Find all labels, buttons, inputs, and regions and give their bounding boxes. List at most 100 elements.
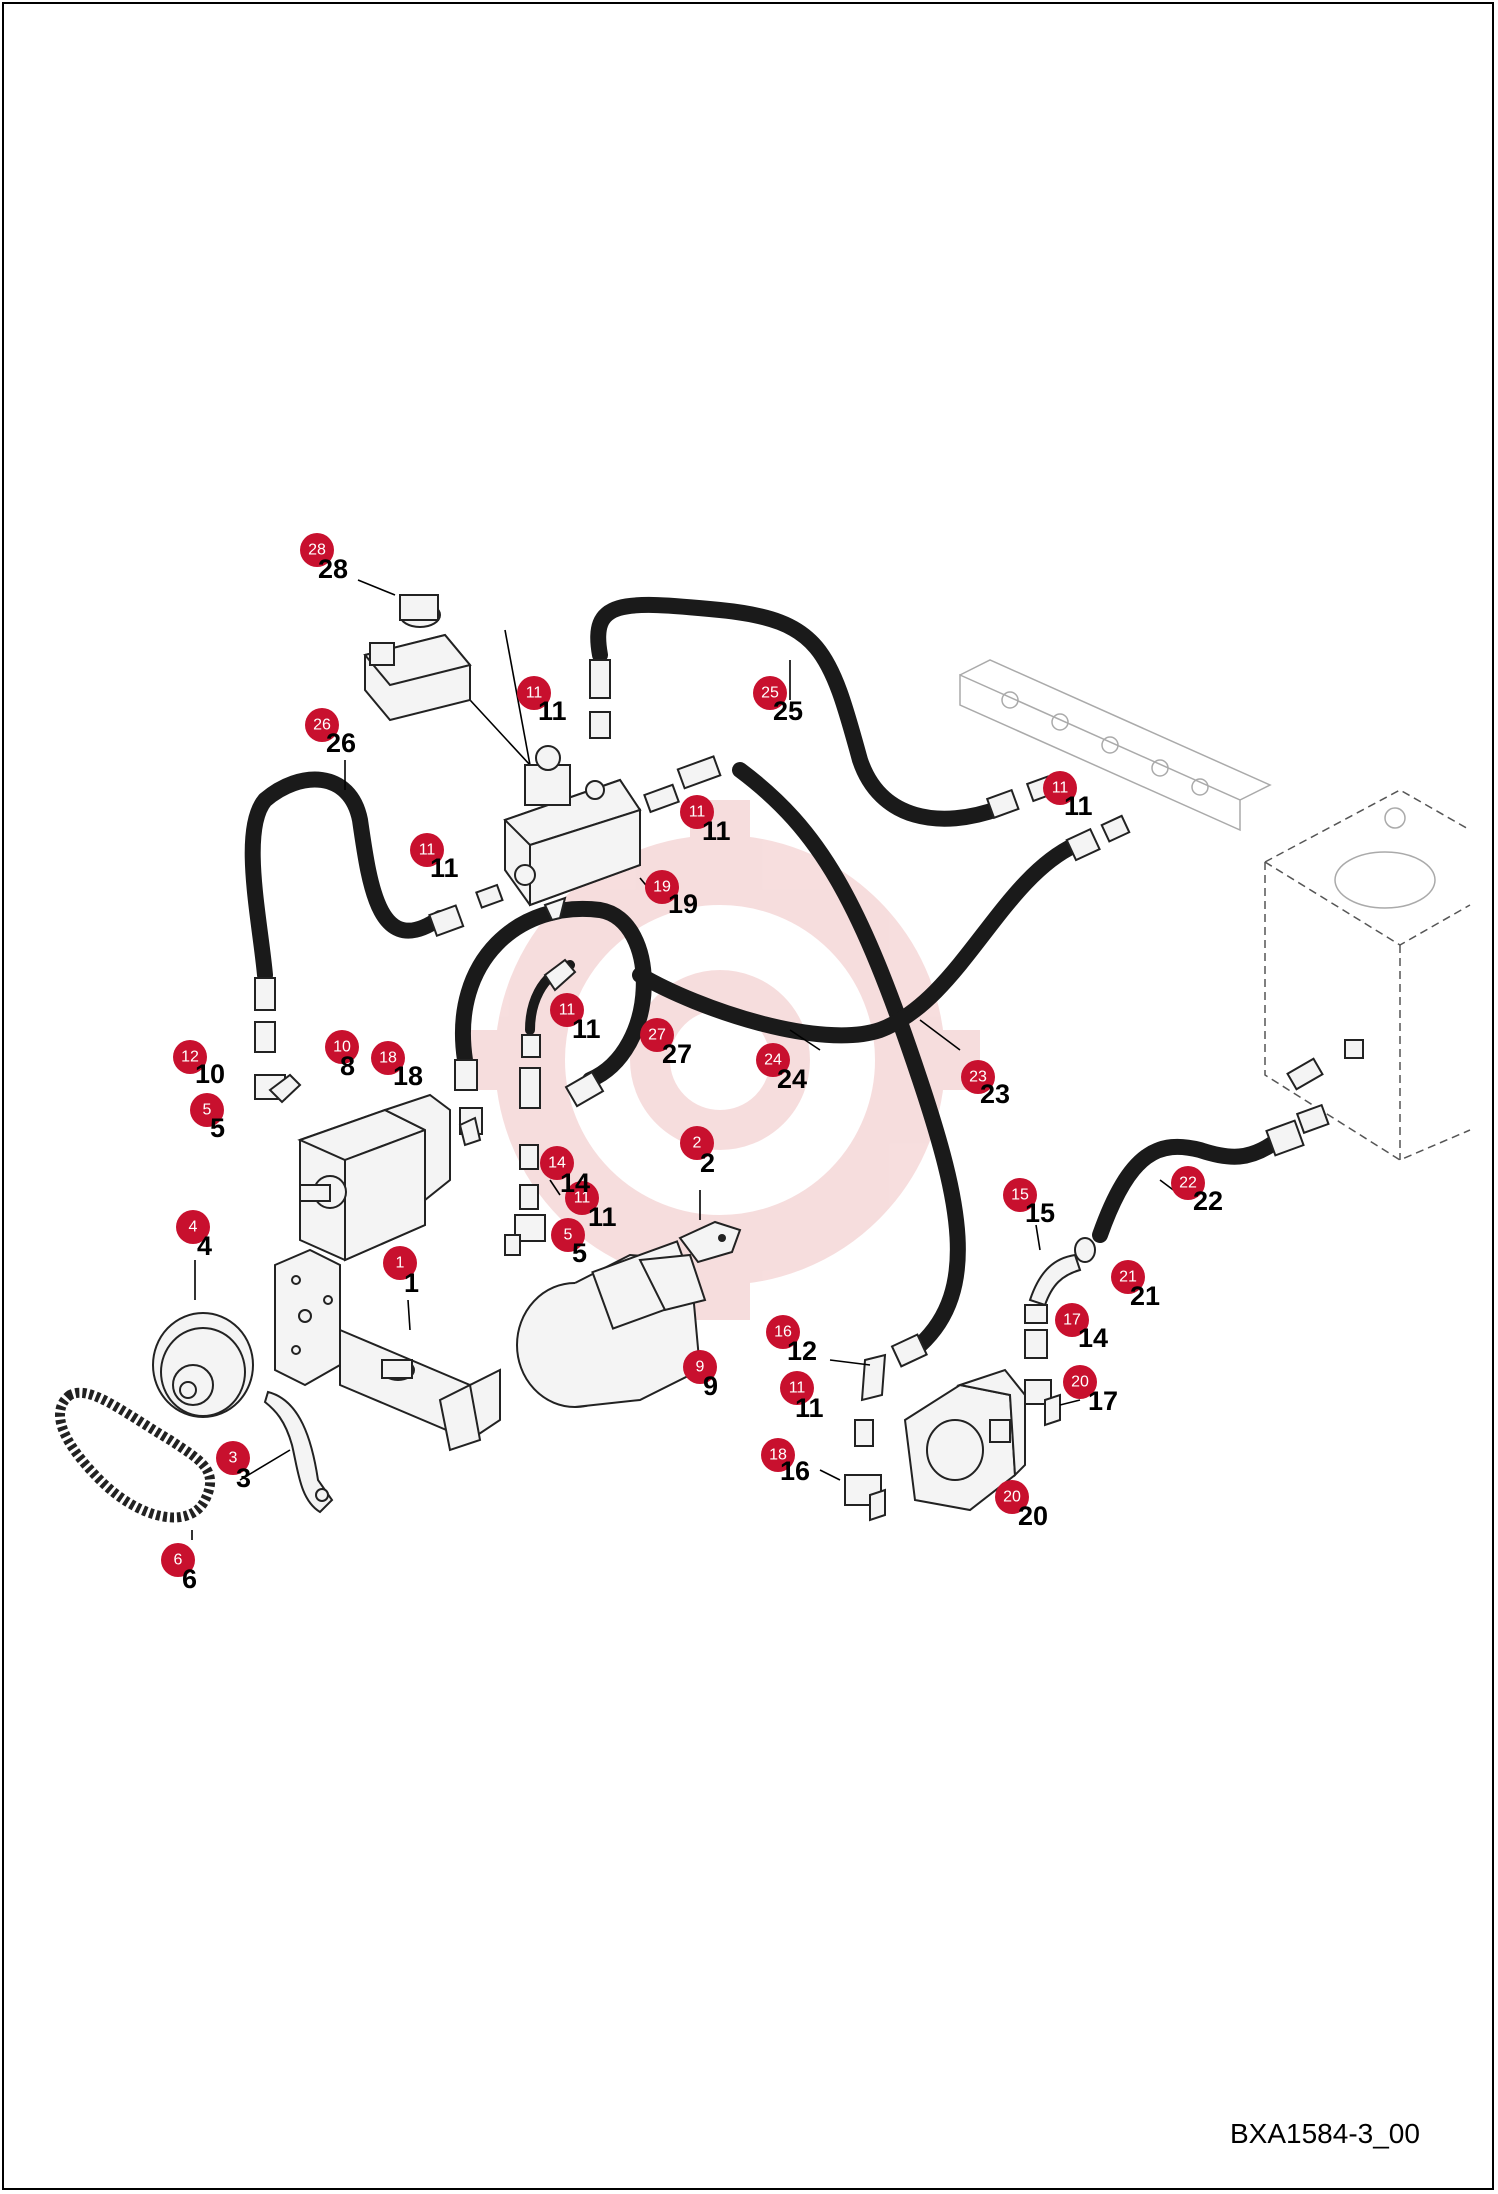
drive-belt-6 [55,1387,215,1523]
svg-text:20: 20 [1071,1374,1089,1391]
svg-text:11: 11 [1064,791,1093,821]
badge-14: 17 [1055,1303,1089,1337]
svg-text:12: 12 [181,1049,199,1066]
badge-18: 18 [371,1041,405,1075]
svg-text:6: 6 [174,1552,183,1569]
svg-text:14: 14 [1078,1323,1108,1353]
svg-text:11: 11 [588,1202,617,1232]
badge-5b: 5 [551,1218,585,1252]
svg-text:1: 1 [396,1255,405,1272]
callout-badges: 28 11 25 26 11 11 11 19 11 27 10 18 12 2… [161,533,1205,1577]
tension-arm-3 [263,1390,334,1514]
svg-text:28: 28 [308,542,326,559]
badge-2: 2 [680,1126,714,1160]
badge-9f: 11 [565,1181,599,1215]
badge-9a: 11 [517,676,551,710]
badge-1: 1 [383,1246,417,1280]
svg-text:6: 6 [182,1564,197,1594]
svg-text:21: 21 [1130,1281,1160,1311]
svg-text:15: 15 [1025,1198,1055,1228]
svg-text:1: 1 [404,1268,419,1298]
svg-text:16: 16 [780,1456,810,1486]
svg-text:20: 20 [1003,1489,1021,1506]
distribution-manifold-outline [959,659,1272,832]
svg-text:16: 16 [774,1324,792,1341]
badge-22: 22 [1171,1166,1205,1200]
svg-text:5: 5 [564,1227,573,1244]
badge-21: 21 [1111,1260,1145,1294]
svg-text:23: 23 [969,1069,987,1086]
badge-16: 18 [761,1438,795,1472]
svg-text:27: 27 [662,1039,692,1069]
svg-text:11: 11 [572,1014,601,1044]
svg-text:19: 19 [653,879,671,896]
badge-9e: 11 [550,993,584,1027]
svg-text:24: 24 [764,1052,782,1069]
hose-25 [590,596,1008,827]
badge-20: 20 [995,1480,1029,1514]
badge-28: 28 [300,533,334,567]
svg-text:3: 3 [229,1450,238,1467]
badge-12: 16 [766,1315,800,1349]
svg-text:3: 3 [236,1463,251,1493]
solenoid-coil-28 [363,594,472,722]
svg-text:14: 14 [548,1155,566,1172]
badge-19: 19 [645,870,679,904]
svg-text:11: 11 [430,853,459,883]
badge-9b: 11 [1043,771,1077,805]
mounting-bracket-1 [274,1248,501,1452]
svg-text:26: 26 [313,717,331,734]
svg-text:5: 5 [210,1113,225,1143]
svg-text:26: 26 [326,728,356,758]
badge-15: 15 [1003,1178,1037,1212]
svg-text:20: 20 [1018,1501,1048,1531]
svg-text:2: 2 [700,1148,715,1178]
svg-text:21: 21 [1119,1269,1137,1286]
svg-text:27: 27 [648,1027,666,1044]
badge-11: 14 [540,1146,574,1180]
svg-text:9: 9 [703,1371,718,1401]
hose-22 [1092,1134,1283,1243]
mounting-plate-2 [678,1220,742,1264]
hose-24 [632,837,1083,1044]
svg-text:18: 18 [769,1447,787,1464]
svg-text:4: 4 [189,1219,198,1236]
svg-text:11: 11 [789,1380,806,1397]
svg-text:11: 11 [702,816,731,846]
badge-4: 4 [176,1210,210,1244]
badge-8: 10 [325,1030,359,1064]
svg-text:22: 22 [1179,1175,1197,1192]
badge-9c: 11 [680,795,714,829]
valve-block-19 [503,745,642,922]
svg-text:2: 2 [693,1135,702,1152]
svg-text:11: 11 [538,696,567,726]
svg-text:18: 18 [393,1061,423,1091]
svg-text:10: 10 [333,1039,351,1056]
gear-pump-20 [903,1368,1026,1512]
svg-text:5: 5 [572,1238,587,1268]
pulley-4 [152,1312,254,1418]
badge-9d: 11 [410,833,444,867]
badge-10: 12 [173,1040,207,1074]
svg-text:11: 11 [419,842,436,859]
badge-9g: 11 [780,1371,814,1405]
svg-text:25: 25 [761,685,779,702]
svg-text:11: 11 [795,1393,824,1423]
badge-17: 20 [1063,1365,1097,1399]
svg-text:9: 9 [696,1359,705,1376]
svg-text:19: 19 [668,889,698,919]
badge-5a: 5 [190,1093,224,1127]
svg-text:11: 11 [559,1002,576,1019]
svg-text:5: 5 [203,1102,212,1119]
svg-text:28: 28 [318,554,348,584]
hose-fittings [254,659,1364,1522]
svg-text:25: 25 [773,696,803,726]
reference-code: BXA1584-3_00 [1230,2118,1420,2149]
hydraulic-pump-8 [297,1093,451,1262]
svg-text:17: 17 [1063,1312,1081,1329]
badge-23: 23 [961,1060,995,1094]
badge-27: 27 [640,1018,674,1052]
svg-text:17: 17 [1088,1386,1118,1416]
hose-23 [732,762,966,1353]
